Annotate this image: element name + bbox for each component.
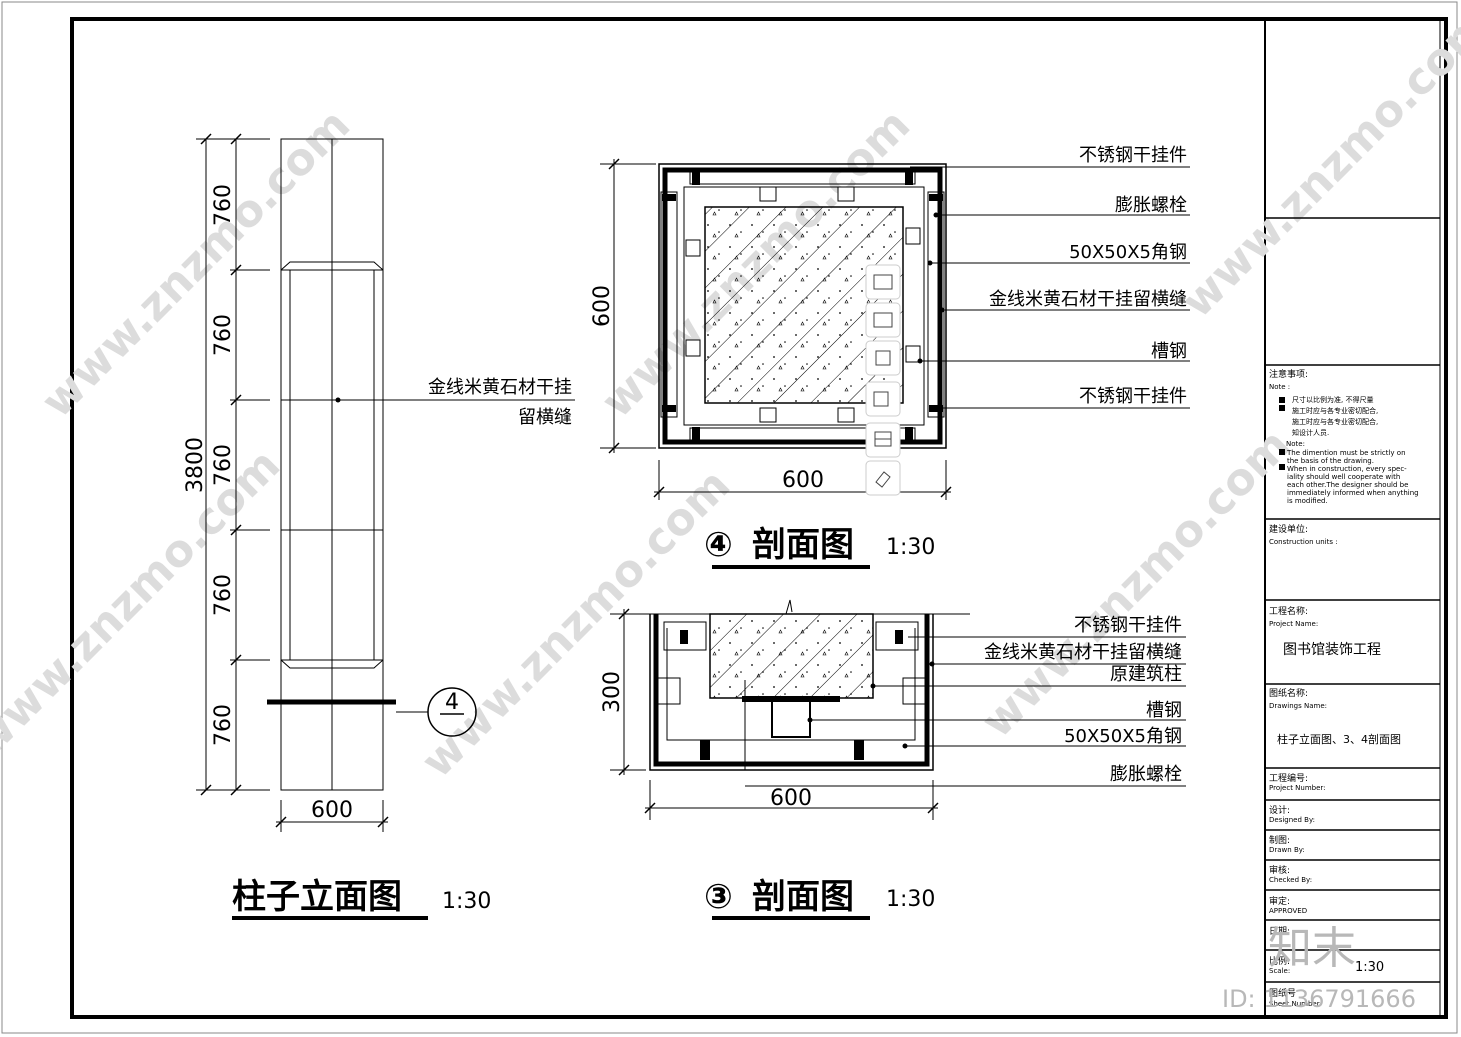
image-edit-icon[interactable] [865, 302, 901, 338]
elevation-dim-width: 600 [311, 798, 353, 823]
section3-label-1: 不锈钢干挂件 [1074, 615, 1182, 636]
note-en-2: Note: [1286, 440, 1305, 448]
elevation-dim-5: 760 [211, 704, 236, 746]
project-label: 工程名称: [1269, 605, 1308, 617]
brand-watermark: 知末 [1268, 923, 1356, 974]
elevation-title: 柱子立面图 [232, 877, 402, 917]
section3-title: 剖面图 [752, 877, 854, 917]
designed-label-en: Designed By: [1269, 816, 1315, 824]
section3-label-2: 金线米黄石材干挂留横缝 [984, 642, 1182, 663]
section4-scale: 1:30 [886, 535, 935, 560]
viewer-toolbar [865, 264, 901, 496]
eraser-icon[interactable] [865, 460, 901, 496]
section3-scale: 1:30 [886, 887, 935, 912]
text-extract-icon[interactable] [865, 381, 901, 417]
checked-label-en: Checked By: [1269, 876, 1312, 884]
note-title: 注意事项: [1269, 368, 1308, 380]
project-label-en: Project Name: [1269, 620, 1318, 628]
note-cn-4: 知设计人员. [1292, 428, 1329, 437]
image-icon[interactable] [865, 264, 901, 300]
note-en: Note : [1269, 383, 1290, 391]
section3-label-3: 原建筑柱 [1110, 664, 1182, 685]
section3-dim-horizontal: 600 [770, 786, 812, 811]
scale-label: 比例: [1269, 955, 1290, 967]
title-block: 注意事项: Note : 尺寸以比例为准, 不得尺量 施工时应与各专业密切配合,… [1222, 217, 1440, 1013]
approved-label: 审定: [1269, 895, 1290, 907]
sheet-label: 图纸号 [1269, 987, 1296, 999]
approved-label-en: APPROVED [1269, 907, 1307, 915]
note-en-line-4: iality should well cooperate with [1287, 473, 1400, 481]
section-marker-number: 4 [445, 690, 459, 715]
column-elevation: 4 金线米黄石材干挂 留横缝 760 760 760 760 760 3800 [183, 133, 575, 920]
section4-label-2: 膨胀螺栓 [1115, 195, 1187, 216]
elevation-dim-4: 760 [211, 574, 236, 616]
section4-label-4: 金线米黄石材干挂留横缝 [989, 289, 1187, 310]
project-number-label-en: Project Number: [1269, 784, 1326, 792]
section4-dim-vertical: 600 [590, 285, 615, 327]
note-en-line-3: When in construction, every spec- [1287, 465, 1407, 473]
drawing-label-en: Drawings Name: [1269, 702, 1327, 710]
section4-number: ④ [704, 525, 733, 565]
scale-value: 1:30 [1355, 960, 1384, 975]
watermark-text-1: www.znzmo.com [32, 99, 360, 427]
note-en-line-1: The dimention must be strictly on [1286, 449, 1406, 457]
section3-number: ③ [704, 877, 733, 917]
note-en-line-7: is modified. [1287, 497, 1328, 505]
note-cn-1: 尺寸以比例为准, 不得尺量 [1292, 395, 1373, 404]
designed-label: 设计: [1269, 804, 1290, 816]
watermark-text-6: www.znzmo.com [0, 439, 290, 767]
drawing-name: 柱子立面图、3、4剖面图 [1277, 732, 1401, 746]
note-cn-2: 施工时应与各专业密切配合, [1292, 406, 1378, 415]
date-label: 日期: [1269, 926, 1290, 937]
section4-label-6: 不锈钢干挂件 [1079, 386, 1187, 407]
note-en-line-2: the basis of the drawing. [1287, 457, 1374, 465]
elevation-dim-total: 3800 [183, 437, 208, 493]
section4-label-3: 50X50X5角钢 [1069, 242, 1187, 263]
elevation-callout-1: 金线米黄石材干挂 [428, 377, 572, 398]
drawn-label: 制图: [1269, 834, 1290, 846]
sheet-label-en: Sheet Number [1269, 1000, 1320, 1008]
section4-label-1: 不锈钢干挂件 [1079, 145, 1187, 166]
section3-dim-vertical: 300 [600, 671, 625, 713]
drawn-label-en: Drawn By: [1269, 846, 1305, 854]
inner-border [70, 17, 1448, 1019]
section3-label-4: 槽钢 [1146, 700, 1182, 721]
elevation-dim-3: 760 [211, 444, 236, 486]
elevation-callout-2: 留横缝 [518, 407, 572, 428]
section3-label-6: 膨胀螺栓 [1110, 764, 1182, 785]
id-watermark: ID: 1136791666 [1222, 985, 1416, 1013]
table-icon[interactable] [865, 422, 901, 458]
elevation-scale: 1:30 [442, 889, 491, 914]
construction-label-en: Construction units : [1269, 538, 1338, 546]
note-en-line-6: immediately informed when anything [1287, 489, 1419, 497]
watermark-text-2: www.znzmo.com [412, 459, 740, 787]
watermark-text-5: www.znzmo.com [1172, 0, 1461, 328]
section-3-drawing: 不锈钢干挂件 金线米黄石材干挂留横缝 原建筑柱 槽钢 50X50X5角钢 膨胀螺… [600, 599, 1186, 920]
note-en-line-5: each other.The designer should be [1287, 481, 1408, 489]
project-name: 图书馆装饰工程 [1283, 642, 1381, 658]
drawing-label: 图纸名称: [1269, 687, 1308, 699]
section3-label-5: 50X50X5角钢 [1064, 726, 1182, 747]
checked-label: 审核: [1269, 864, 1290, 876]
crop-icon[interactable] [865, 340, 901, 376]
section-marker [427, 687, 477, 737]
section4-label-5: 槽钢 [1151, 341, 1187, 362]
scale-label-en: Scale: [1269, 967, 1290, 975]
project-number-label: 工程编号: [1269, 772, 1308, 784]
watermark-text-4: www.znzmo.com [972, 419, 1300, 747]
note-cn-3: 施工时应与各专业密切配合, [1292, 417, 1378, 426]
construction-label: 建设单位: [1269, 523, 1308, 535]
elevation-dim-2: 760 [211, 314, 236, 356]
elevation-dim-1: 760 [211, 184, 236, 226]
section4-dim-horizontal: 600 [782, 468, 824, 493]
section4-title: 剖面图 [752, 525, 854, 565]
